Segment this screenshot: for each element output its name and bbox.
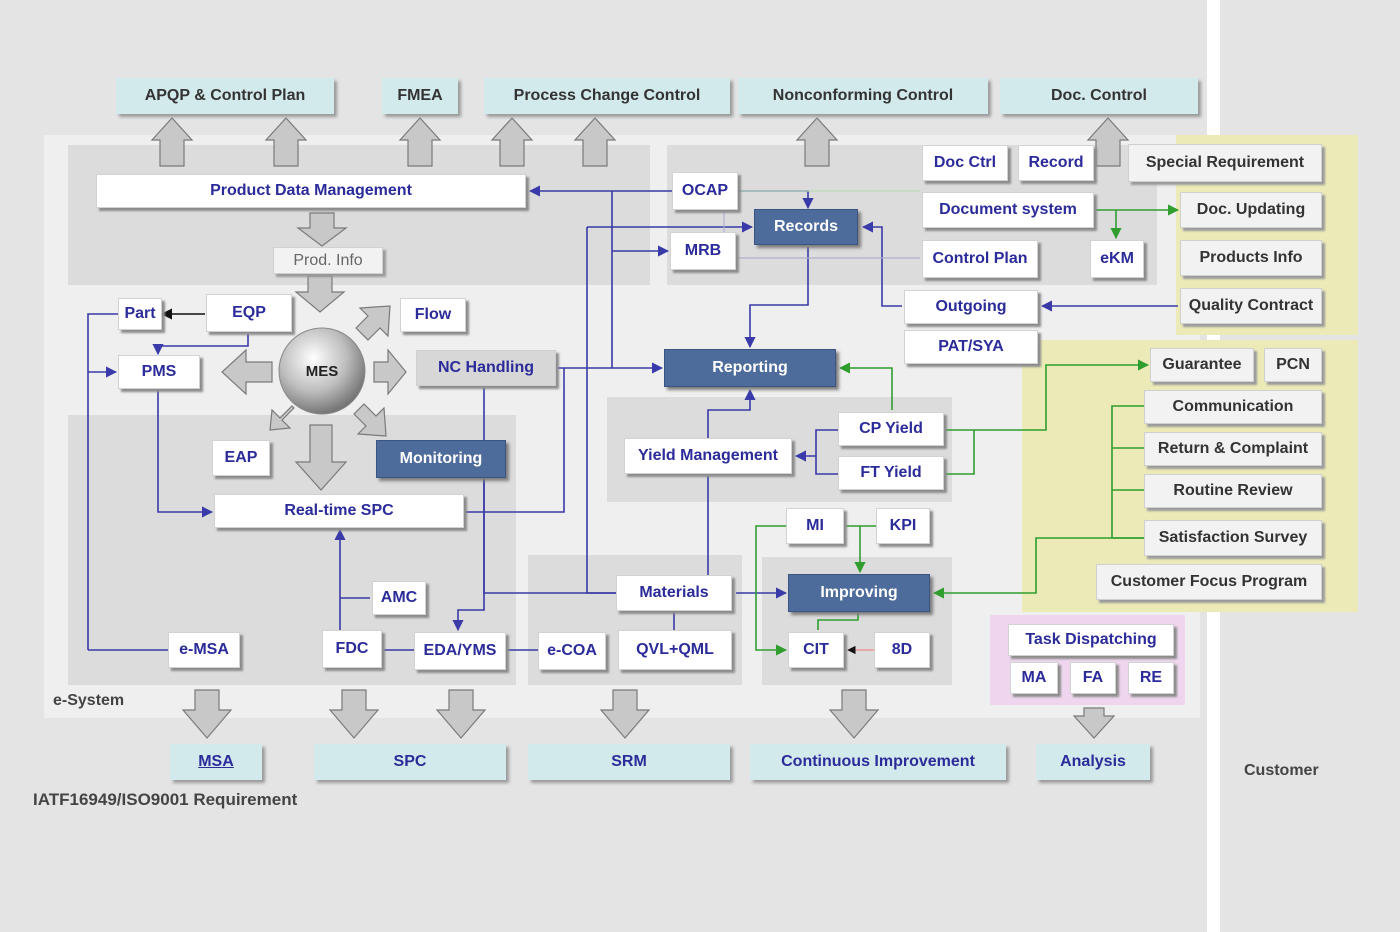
product-data-management-box[interactable]: Product Data Management bbox=[96, 174, 526, 208]
routine-review-box[interactable]: Routine Review bbox=[1144, 474, 1322, 508]
records-box[interactable]: Records bbox=[754, 209, 858, 245]
down-arrow bbox=[181, 689, 233, 739]
kpi-box[interactable]: KPI bbox=[876, 508, 930, 544]
pat-sya-box[interactable]: PAT/SYA bbox=[904, 330, 1038, 364]
doc-updating-box[interactable]: Doc. Updating bbox=[1180, 192, 1322, 228]
up-arrow bbox=[398, 117, 442, 167]
task-dispatching-box[interactable]: Task Dispatching bbox=[1008, 624, 1174, 656]
satisfaction-survey-box[interactable]: Satisfaction Survey bbox=[1144, 520, 1322, 556]
pms-box[interactable]: PMS bbox=[118, 355, 200, 389]
record-box[interactable]: Record bbox=[1018, 145, 1094, 181]
mes-arrow-downleft bbox=[269, 405, 295, 431]
products-info-box[interactable]: Products Info bbox=[1180, 240, 1322, 276]
up-arrow bbox=[490, 117, 534, 167]
yield-management-box[interactable]: Yield Management bbox=[624, 438, 792, 474]
eqp-box[interactable]: EQP bbox=[206, 294, 292, 332]
special-requirement-box[interactable]: Special Requirement bbox=[1128, 144, 1322, 182]
ecoa-box[interactable]: e-COA bbox=[538, 632, 606, 670]
down-arrow bbox=[599, 689, 651, 739]
spc-box[interactable]: SPC bbox=[314, 744, 506, 780]
apqp-box[interactable]: APQP & Control Plan bbox=[116, 78, 334, 114]
srm-box[interactable]: SRM bbox=[528, 744, 730, 780]
control-plan-box[interactable]: Control Plan bbox=[922, 240, 1038, 278]
guarantee-box[interactable]: Guarantee bbox=[1150, 348, 1254, 382]
cp-yield-box[interactable]: CP Yield bbox=[838, 412, 944, 446]
msa-box[interactable]: MSA bbox=[170, 744, 262, 780]
continuous-improvement-box[interactable]: Continuous Improvement bbox=[750, 744, 1006, 780]
doc-control-box[interactable]: Doc. Control bbox=[1000, 78, 1198, 114]
qvl-qml-box[interactable]: QVL+QML bbox=[618, 630, 732, 670]
mi-box[interactable]: MI bbox=[786, 508, 844, 544]
nc-handling-box[interactable]: NC Handling bbox=[416, 350, 556, 386]
mes-label[interactable]: MES bbox=[305, 362, 339, 380]
mes-sphere bbox=[278, 327, 366, 415]
ft-yield-box[interactable]: FT Yield bbox=[838, 456, 944, 490]
fa-box[interactable]: FA bbox=[1070, 662, 1116, 694]
ocap-box[interactable]: OCAP bbox=[672, 172, 738, 210]
monitoring-box[interactable]: Monitoring bbox=[376, 440, 506, 478]
ma-box[interactable]: MA bbox=[1010, 662, 1058, 694]
mes-arrow-upright bbox=[355, 305, 391, 341]
up-arrow bbox=[795, 117, 839, 167]
doc-ctrl-box[interactable]: Doc Ctrl bbox=[922, 145, 1008, 181]
down-arrow bbox=[1072, 707, 1116, 739]
mes-arrow-downright bbox=[353, 403, 387, 437]
return-complaint-box[interactable]: Return & Complaint bbox=[1144, 432, 1322, 466]
up-arrow bbox=[573, 117, 617, 167]
down-arrow bbox=[828, 689, 880, 739]
nonconforming-control-box[interactable]: Nonconforming Control bbox=[738, 78, 988, 114]
customer-focus-program-box[interactable]: Customer Focus Program bbox=[1096, 564, 1322, 600]
mes-arrow-left bbox=[221, 348, 273, 396]
8d-box[interactable]: 8D bbox=[874, 632, 930, 668]
eap-box[interactable]: EAP bbox=[212, 440, 270, 476]
customer-label: Customer bbox=[1244, 762, 1319, 779]
materials-box[interactable]: Materials bbox=[616, 575, 732, 611]
prod-info-box[interactable]: Prod. Info bbox=[273, 247, 383, 274]
mes-arrow-right bbox=[373, 348, 407, 396]
iatf-label: IATF16949/ISO9001 Requirement bbox=[33, 790, 298, 809]
quality-contract-box[interactable]: Quality Contract bbox=[1180, 288, 1322, 324]
up-arrow bbox=[264, 117, 308, 167]
ekm-box[interactable]: eKM bbox=[1090, 240, 1144, 278]
up-arrow bbox=[1086, 117, 1130, 167]
realtime-spc-box[interactable]: Real-time SPC bbox=[214, 494, 464, 528]
outgoing-box[interactable]: Outgoing bbox=[904, 290, 1038, 324]
fmea-box[interactable]: FMEA bbox=[382, 78, 458, 114]
emsa-box[interactable]: e-MSA bbox=[168, 632, 240, 668]
re-box[interactable]: RE bbox=[1128, 662, 1174, 694]
reporting-box[interactable]: Reporting bbox=[664, 349, 836, 387]
process-change-control-box[interactable]: Process Change Control bbox=[484, 78, 730, 114]
amc-box[interactable]: AMC bbox=[372, 581, 426, 615]
mrb-box[interactable]: MRB bbox=[670, 232, 736, 270]
document-system-box[interactable]: Document system bbox=[922, 192, 1094, 228]
esystem-label: e-System bbox=[53, 692, 125, 709]
mes-arrow-down bbox=[294, 424, 348, 491]
flow-box[interactable]: Flow bbox=[400, 298, 466, 332]
down-arrow bbox=[296, 212, 348, 247]
communication-box[interactable]: Communication bbox=[1144, 390, 1322, 424]
down-arrow bbox=[294, 275, 346, 313]
down-arrow bbox=[435, 689, 487, 739]
eda-yms-box[interactable]: EDA/YMS bbox=[414, 632, 506, 670]
analysis-box[interactable]: Analysis bbox=[1036, 744, 1150, 780]
pcn-box[interactable]: PCN bbox=[1264, 348, 1322, 382]
fdc-box[interactable]: FDC bbox=[322, 630, 382, 668]
part-box[interactable]: Part bbox=[118, 298, 162, 330]
up-arrow bbox=[150, 117, 194, 167]
cit-box[interactable]: CIT bbox=[788, 632, 844, 668]
down-arrow bbox=[328, 689, 380, 739]
improving-box[interactable]: Improving bbox=[788, 574, 930, 612]
